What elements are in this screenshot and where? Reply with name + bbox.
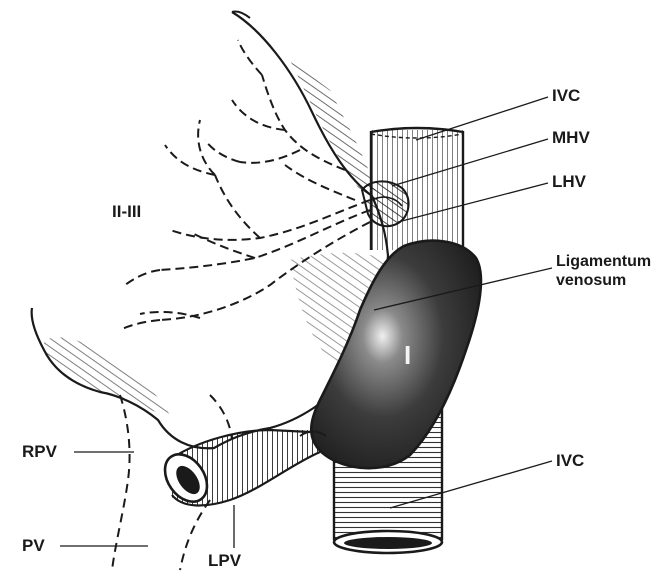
label-lpv: LPV [208, 552, 241, 569]
label-segment-i: I [404, 342, 411, 368]
leader-lines [60, 97, 552, 548]
label-ivc-bottom: IVC [556, 452, 584, 469]
label-rpv: RPV [22, 443, 57, 460]
leader-ivc-top [416, 97, 548, 140]
label-lhv: LHV [552, 173, 586, 190]
label-ligamentum-line2: venosum [556, 271, 626, 290]
label-ivc-top: IVC [552, 87, 580, 104]
label-segments-ii-iii: II-III [112, 203, 141, 220]
label-ligamentum-line1: Ligamentum [556, 252, 651, 271]
label-mhv: MHV [552, 129, 590, 146]
label-pv: PV [22, 537, 45, 554]
hepatic-vein-junction [362, 181, 409, 226]
